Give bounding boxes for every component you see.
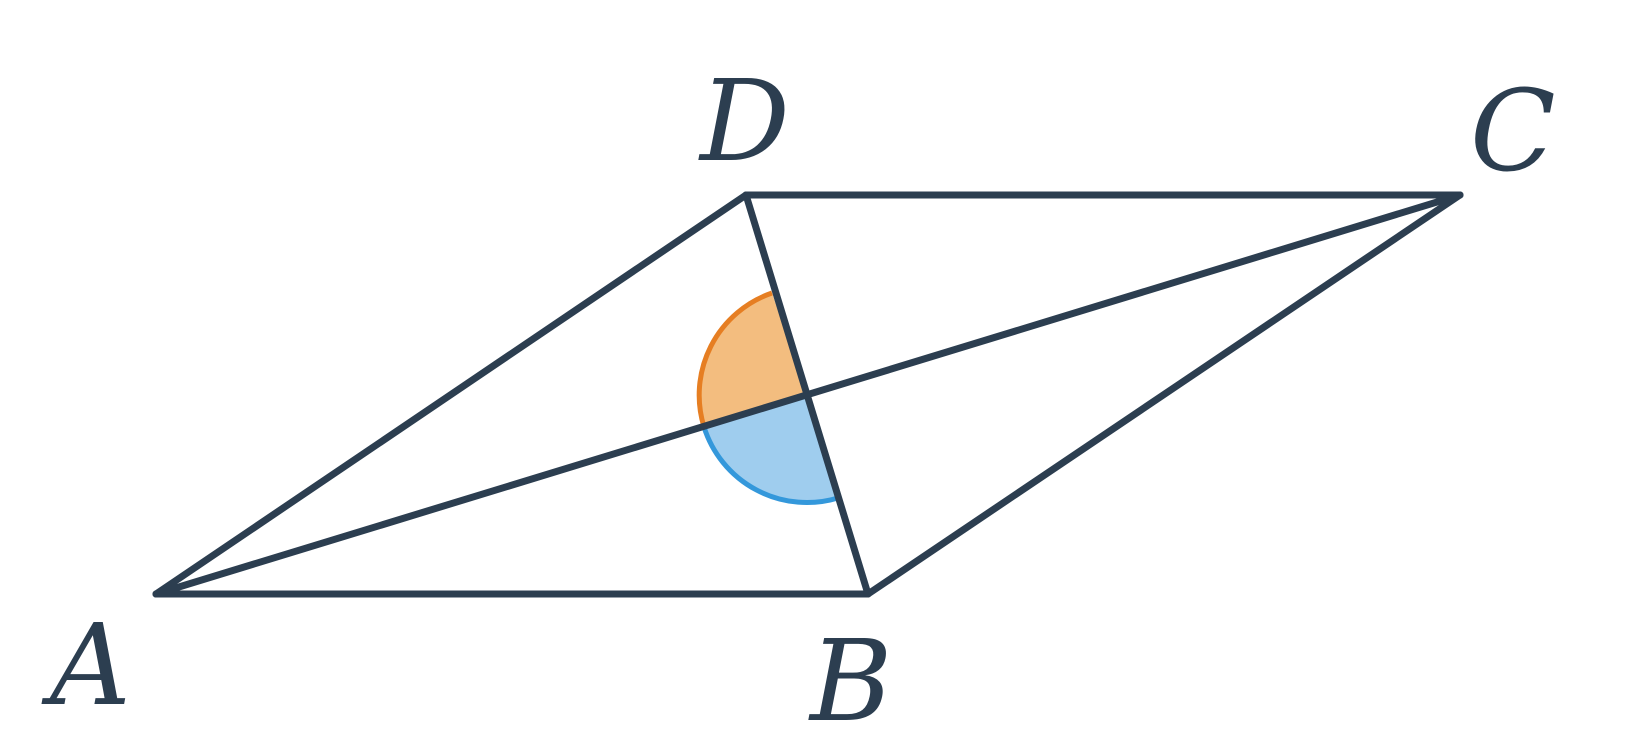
vertex-label-c: C: [1470, 67, 1556, 197]
angle-marker-orange: [696, 290, 806, 428]
vertex-label-b: B: [808, 617, 892, 747]
angle-orange-arc: [696, 290, 773, 428]
diagonals: [152, 191, 1464, 598]
angle-marker-blue: [701, 395, 839, 506]
diagonal-bd: [742, 191, 872, 598]
vertex-label-a: A: [41, 601, 131, 731]
parallelogram-sides: [152, 191, 1464, 598]
angle-blue-arc: [701, 426, 839, 506]
side-bc: [864, 191, 1464, 598]
vertex-label-d: D: [698, 57, 790, 187]
side-da: [152, 191, 750, 598]
